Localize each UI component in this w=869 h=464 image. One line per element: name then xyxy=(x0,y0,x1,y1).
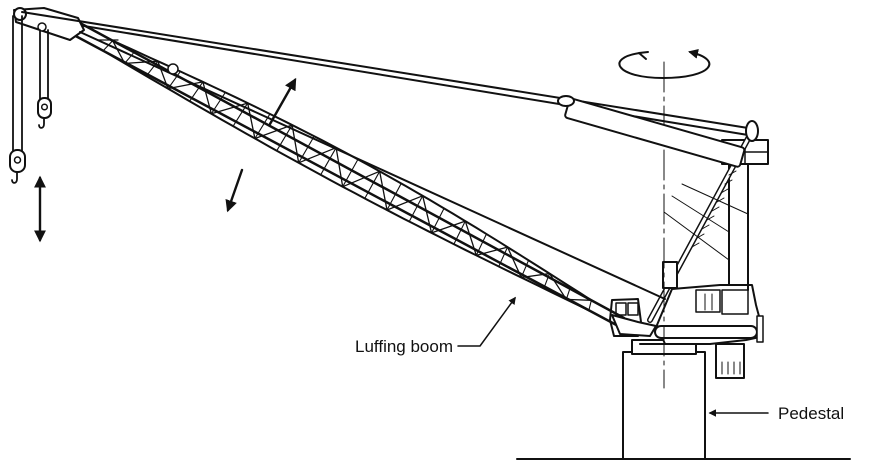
machinery-house xyxy=(639,284,764,379)
lattice-strut xyxy=(408,195,424,223)
lattice-member xyxy=(386,195,424,211)
lattice-member xyxy=(506,246,522,279)
lattice-strut xyxy=(320,147,337,176)
lattice-member xyxy=(342,170,381,188)
hoist-hooks xyxy=(9,15,52,184)
lattice-member xyxy=(464,220,477,256)
lattice-strut xyxy=(475,233,487,256)
pendant-ropes xyxy=(21,11,749,300)
lattice-member xyxy=(548,272,567,301)
lattice-strut xyxy=(145,60,159,77)
lattice-strut xyxy=(543,273,551,289)
rope-tension-cylinder xyxy=(557,95,759,168)
lattice-strut xyxy=(342,158,359,188)
lattice-strut xyxy=(276,124,293,152)
lattice-strut xyxy=(210,91,226,115)
lattice-member xyxy=(520,272,551,279)
luffing-boom-callout: Luffing boom xyxy=(355,296,516,356)
lattice-member xyxy=(378,170,388,211)
lattice-member xyxy=(422,195,433,234)
pedestal xyxy=(622,339,706,460)
lattice-member xyxy=(254,124,293,140)
lattice-strut xyxy=(124,50,136,64)
lattice-member xyxy=(291,124,300,164)
lattice-strut xyxy=(386,182,402,211)
lattice-strut xyxy=(453,220,466,245)
lattice-strut xyxy=(298,135,315,164)
lattice-strut xyxy=(588,299,592,311)
lattice-strut xyxy=(520,259,530,279)
lattice-member xyxy=(298,147,337,164)
lattice-member xyxy=(475,246,509,256)
lattice-strut xyxy=(189,81,204,102)
lattice-strut xyxy=(498,246,509,267)
lattice-member xyxy=(202,81,213,115)
lattice-member xyxy=(124,60,159,65)
boom-sheave xyxy=(167,63,179,75)
luffing-boom xyxy=(13,7,657,337)
luffing-boom-label: Luffing boom xyxy=(355,337,453,356)
pedestal-callout: Pedestal xyxy=(708,404,844,423)
pedestal-label: Pedestal xyxy=(778,404,844,423)
lattice-strut xyxy=(565,286,571,300)
lattice-chord xyxy=(102,49,590,312)
lattice-strut xyxy=(430,207,445,234)
lattice-member xyxy=(167,81,204,90)
lattice-strut xyxy=(167,70,181,90)
lattice-member xyxy=(335,147,344,188)
lattice-member xyxy=(157,60,169,90)
rotation-arrow-icon xyxy=(618,48,711,79)
lattice-strut xyxy=(364,170,381,199)
rotation-arrow-head-left xyxy=(638,51,649,60)
boom-lattice xyxy=(97,39,593,312)
lattice-member xyxy=(430,220,466,234)
lattice-member xyxy=(565,298,593,301)
lattice-member xyxy=(111,40,126,65)
luffing-arrows-icon xyxy=(225,77,297,213)
